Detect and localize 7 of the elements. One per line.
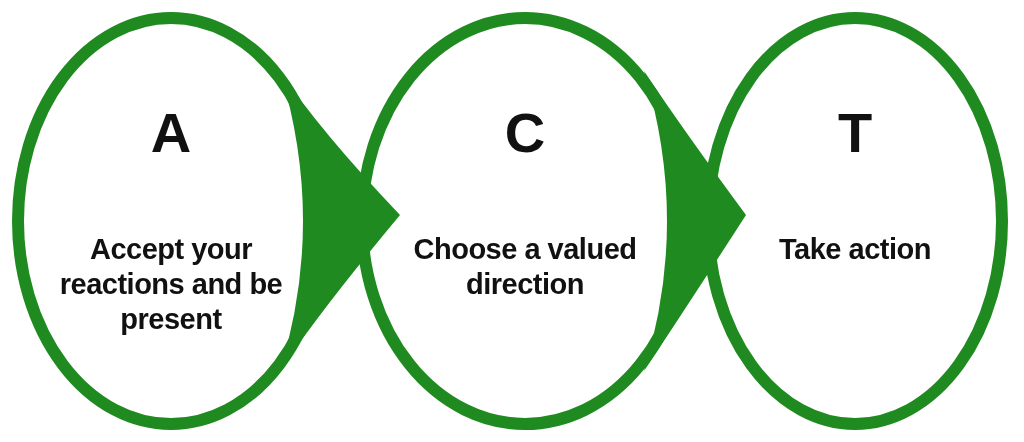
step-description: Take action bbox=[778, 232, 932, 267]
arrow bbox=[644, 71, 746, 371]
step-letter: T bbox=[836, 100, 874, 165]
step-description: Choose a valued direction bbox=[412, 232, 638, 302]
step-letter: A bbox=[149, 100, 193, 165]
step-letter: C bbox=[503, 100, 547, 165]
step-description: Accept your reactions and be present bbox=[58, 232, 284, 337]
